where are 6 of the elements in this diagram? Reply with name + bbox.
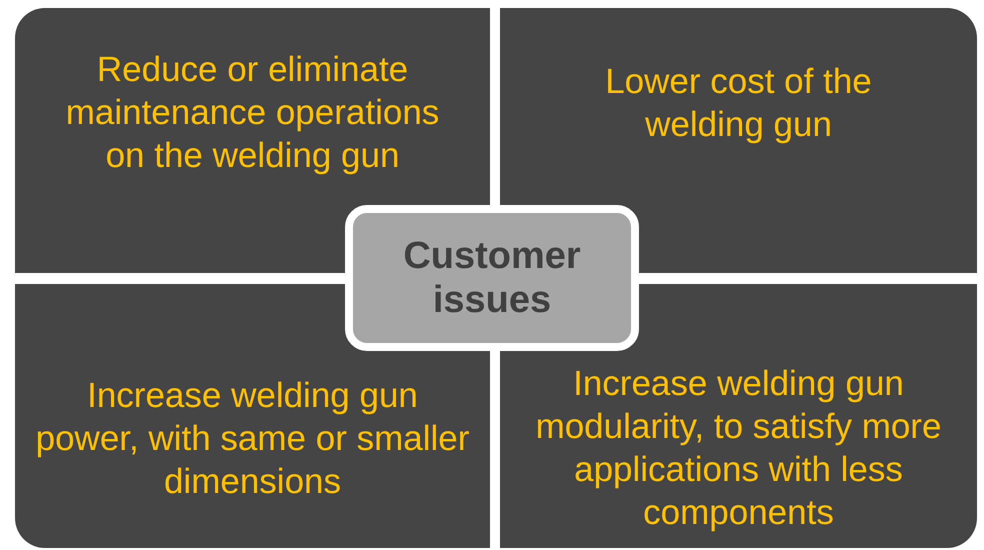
- center-box: [345, 205, 639, 351]
- issue-text: Reduce or eliminate maintenance operations on the welding gun: [64, 49, 440, 177]
- issue-text: Increase welding gun power, with same or smaller dimensions: [35, 375, 470, 503]
- issue-text: Increase welding gun modularity, to satisfy more applications with less components: [534, 363, 942, 534]
- issue-text: Lower cost of the welding gun: [604, 61, 873, 146]
- center-title: Customer issues: [402, 234, 582, 322]
